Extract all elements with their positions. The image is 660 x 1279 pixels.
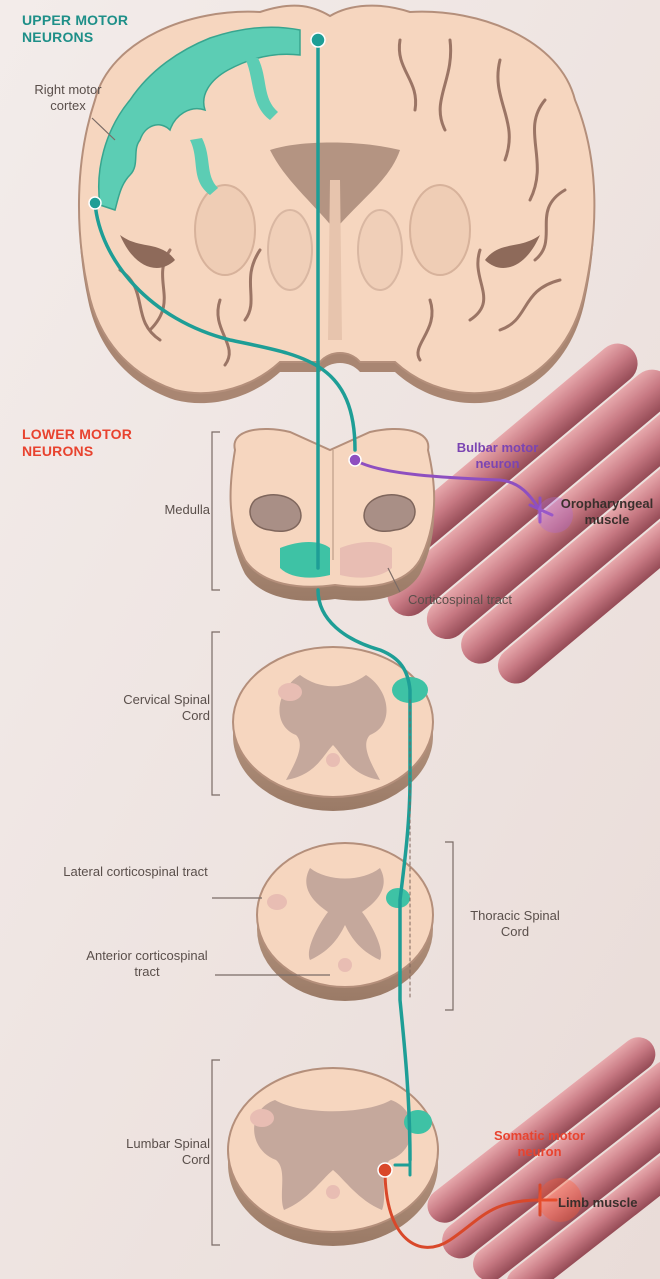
lateral-corticospinal-tract-label: Lateral corticospinal tract	[58, 864, 213, 880]
cervical-cord-section	[233, 647, 433, 811]
bulbar-motor-neuron-label: Bulbar motor neuron	[440, 440, 555, 472]
upper-motor-neuron-soma-medial	[311, 33, 325, 47]
thoracic-cord-section	[257, 843, 433, 1001]
cervical-spinal-cord-label: Cervical Spinal Cord	[112, 692, 210, 724]
somatic-motor-neuron-soma	[378, 1163, 392, 1177]
lower-motor-neurons-heading: LOWER MOTOR NEURONS	[22, 426, 172, 460]
somatic-motor-neuron-label: Somatic motor neuron	[482, 1128, 597, 1160]
brain-coronal-section	[79, 6, 594, 404]
limb-muscle-label: Limb muscle	[558, 1195, 658, 1211]
anterior-corticospinal-tract-label: Anterior corticospinal tract	[72, 948, 222, 980]
medulla-section	[231, 429, 435, 601]
thoracic-spinal-cord-label: Thoracic Spinal Cord	[465, 908, 565, 940]
lumbar-spinal-cord-label: Lumbar Spinal Cord	[112, 1136, 210, 1168]
bulbar-motor-neuron-soma	[349, 454, 361, 466]
oropharyngeal-muscle-label: Oropharyngeal muscle	[555, 496, 659, 528]
medulla-label: Medulla	[140, 502, 210, 518]
upper-motor-neurons-heading: UPPER MOTOR NEURONS	[22, 12, 172, 46]
right-motor-cortex-label: Right motor cortex	[28, 82, 108, 114]
upper-motor-neuron-soma-lateral	[89, 197, 101, 209]
corticospinal-tract-label: Corticospinal tract	[405, 592, 515, 608]
